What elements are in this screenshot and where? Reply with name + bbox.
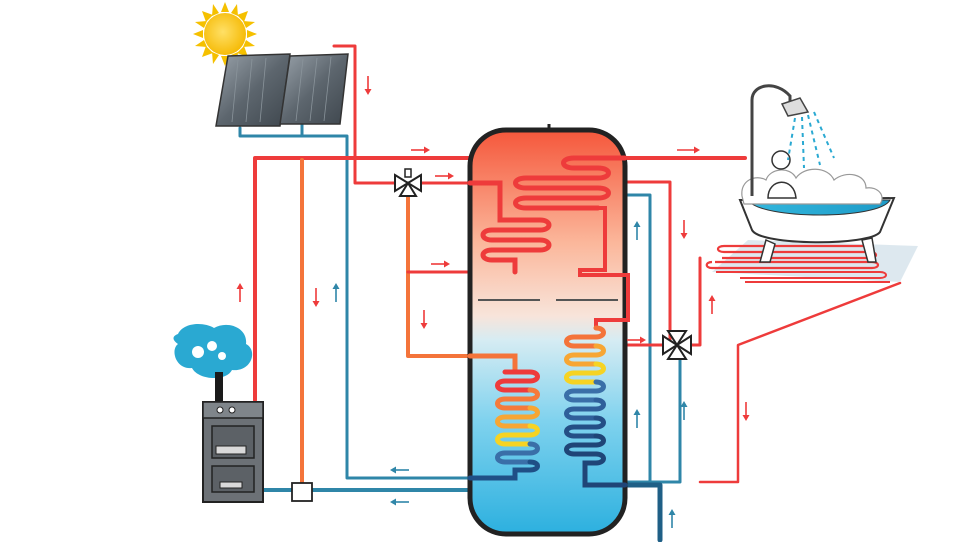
valve-down-pipe [406,194,472,358]
arrow-up [708,295,716,314]
tank-right-out [623,180,672,342]
arrow-right [431,260,450,268]
arrow-left [390,466,409,474]
arrow-up [668,509,676,528]
mixing-valve-icon [662,330,692,360]
hot-main-pipe [253,156,472,402]
heating-coil-lower [564,325,628,488]
shower-head-icon [750,84,835,196]
arrow-up [633,221,641,240]
solar-panel-icon [279,53,349,125]
arrow-right [677,146,700,154]
arrow-up [332,283,340,302]
solar-hot-pipe [332,44,402,185]
smoke-cloud-icon [173,324,253,379]
arrow-up [633,409,641,428]
arrow-down [312,288,320,307]
bathtub-icon [738,150,896,263]
tank-right-blue [623,193,652,484]
solar-coil-lower [467,353,540,481]
arrow-down [680,220,688,239]
bather-icon [771,150,791,170]
arrow-up [236,283,244,302]
valve2-to-floor [688,256,702,347]
pipe-network [238,44,902,542]
solar-panel-icon [215,53,291,127]
arrow-down [364,76,372,95]
arrow-left [390,498,409,506]
sun-icon [193,2,257,66]
mixing-valve-icon [394,168,422,197]
arrow-down [742,402,750,421]
arrow-right [411,146,430,154]
storage-tank-icon [467,124,630,537]
valve2-down [623,356,682,484]
arrow-down [420,310,428,329]
arrow-right [627,336,646,344]
arrow-right [435,172,454,180]
warm-coil-upper [467,180,552,275]
arrow-up [680,401,688,420]
hot-coil-upper [513,155,628,211]
coil-link [578,206,630,328]
floor-return-pipe [698,281,902,484]
boiler-stove-icon [202,372,264,503]
solar-cold-pipe [238,126,472,480]
underfloor-heating-icon [705,240,918,283]
pump-box-icon [291,482,313,502]
flow-arrows [236,76,750,528]
